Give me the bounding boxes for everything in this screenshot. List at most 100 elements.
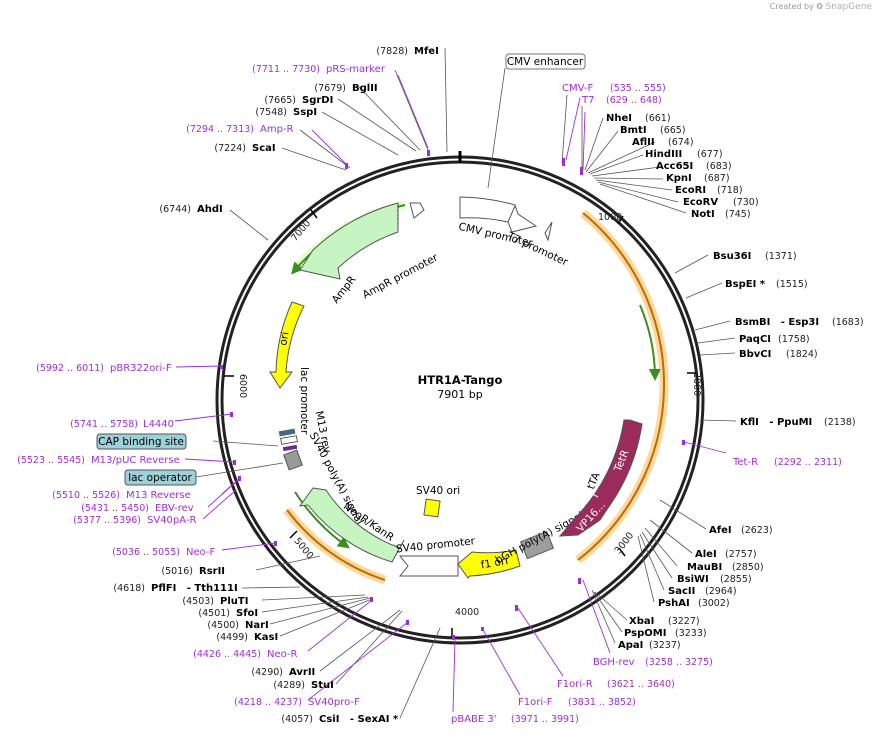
ampr-feature[interactable]: AmpR AmpR promoter [299, 202, 441, 306]
tick-1000: 1000 [598, 212, 624, 225]
primer-m13-reverse[interactable]: (5510 .. 5526) M13 Reverse [52, 490, 191, 501]
enzyme-bspei[interactable]: BspEI * (1515) [725, 279, 808, 290]
enzyme-afei[interactable]: AfeI (2623) [709, 525, 773, 536]
enzyme-scai[interactable]: (7224) ScaI [214, 143, 275, 154]
svg-text:(4289): (4289) [273, 680, 305, 691]
svg-text:(7548): (7548) [255, 107, 287, 118]
enzyme-sfoi[interactable]: (4501) SfoI [198, 608, 258, 619]
svg-text:BspEI *: BspEI * [725, 279, 766, 290]
primer-amp-r[interactable]: (7294 .. 7313) Amp-R [186, 124, 293, 135]
primer-t7[interactable]: T7 (629 .. 648) [581, 95, 662, 106]
enzyme-acc65i[interactable]: Acc65I (683) [656, 161, 732, 172]
svg-text:MfeI: MfeI [414, 46, 439, 57]
svg-text:pBR322ori-F: pBR322ori-F [110, 363, 172, 374]
svg-text:4000: 4000 [455, 607, 479, 618]
primer-f1ori-f[interactable]: F1ori-F (3831 .. 3852) [518, 697, 636, 708]
primer-prs-marker[interactable]: (7711 .. 7730) pRS-marker [252, 64, 386, 75]
enzyme-ecori[interactable]: EcoRI (718) [675, 185, 743, 196]
primer-m13-puc-reverse[interactable]: (5523 .. 5545) M13/pUC Reverse [17, 455, 180, 466]
primer-bgh-rev[interactable]: BGH-rev (3258 .. 3275) [593, 657, 713, 668]
sv40-promoter-label: SV40 promoter [395, 535, 476, 555]
svg-text:AflII: AflII [632, 137, 655, 148]
svg-text:(7828): (7828) [376, 46, 408, 57]
tta-feature[interactable]: TetR VP16... tTA [558, 419, 643, 537]
enzyme-pshai[interactable]: PshAI (3002) [658, 598, 730, 609]
enzyme-bbvci[interactable]: BbvCI (1824) [739, 349, 818, 360]
cmv-enhancer-box[interactable]: CMV enhancer [505, 53, 586, 70]
tetr-direction-arrow [639, 304, 661, 381]
primer-neo-r[interactable]: (4426 .. 4445) Neo-R [193, 649, 297, 660]
sv40-ori-feature[interactable]: SV40 ori [416, 485, 460, 518]
svg-text:(1758): (1758) [778, 334, 810, 345]
svg-text:(674): (674) [668, 137, 694, 148]
svg-text:EcoRV: EcoRV [683, 197, 718, 208]
svg-text:SfoI: SfoI [236, 608, 258, 619]
svg-text:(665): (665) [660, 125, 686, 136]
ori-feature[interactable]: ori [269, 301, 305, 389]
enzyme-kasi[interactable]: (4499) KasI [216, 632, 278, 643]
tick-6000: 6000 [224, 374, 248, 398]
enzyme-rsrii[interactable]: (5016) RsrII [161, 566, 225, 577]
bgh-polya-feature[interactable]: bGH poly(A) signal [493, 510, 585, 567]
svg-text:AhdI: AhdI [197, 204, 223, 215]
enzyme-hindiii[interactable]: HindIII (677) [645, 149, 723, 160]
enzyme-bglii[interactable]: (7679) BglII [314, 83, 377, 94]
enzyme-bsu36i[interactable]: Bsu36I (1371) [713, 251, 797, 262]
cap-binding-site-box[interactable]: CAP binding site [96, 433, 187, 450]
snapgene-credit: Created by ❂ SnapGene [770, 2, 872, 12]
enzyme-nari[interactable]: (4500) NarI [207, 620, 268, 631]
primer-pbr322ori-f[interactable]: (5992 .. 6011) pBR322ori-F [36, 363, 172, 374]
enzyme-sgrdi[interactable]: (7665) SgrDI [264, 95, 333, 106]
svg-text:XbaI: XbaI [629, 616, 654, 627]
enzyme-xbai[interactable]: XbaI (3227) [629, 616, 700, 627]
svg-text:PflFI - Tth111I: PflFI - Tth111I [151, 583, 238, 594]
enzyme-stui[interactable]: (4289) StuI [273, 680, 333, 691]
primer-l4440[interactable]: (5741 .. 5758) L4440 [70, 419, 174, 430]
svg-text:SgrDI: SgrDI [302, 95, 333, 106]
enzyme-pflfi[interactable]: (4618) PflFI - Tth111I [113, 583, 237, 594]
lac-operator-box[interactable]: lac operator [124, 469, 197, 486]
svg-text:BsmBI - Esp3I: BsmBI - Esp3I [735, 317, 819, 328]
enzyme-alei[interactable]: AleI (2757) [695, 549, 757, 560]
primer-cmv-f[interactable]: CMV-F (535 .. 555) [562, 83, 666, 94]
primer-sv40pro-f[interactable]: (4218 .. 4237) SV40pro-F [234, 697, 360, 708]
primer-sv40pa-r[interactable]: (5377 .. 5396) SV40pA-R [73, 515, 196, 526]
primer-f1ori-r[interactable]: F1ori-R (3621 .. 3640) [557, 679, 675, 690]
enzyme-paqci[interactable]: PaqCI (1758) [739, 334, 810, 345]
svg-text:(3233): (3233) [675, 628, 707, 639]
svg-text:PaqCI: PaqCI [739, 334, 771, 345]
svg-text:BGH-rev: BGH-rev [593, 657, 635, 668]
svg-text:(718): (718) [717, 185, 743, 196]
enzyme-kpni[interactable]: KpnI (687) [666, 173, 730, 184]
enzyme-noti[interactable]: NotI (745) [691, 209, 751, 220]
enzyme-kfli[interactable]: KflI - PpuMI (2138) [740, 417, 856, 428]
enzyme-maubi[interactable]: MauBI (2850) [687, 562, 764, 573]
primer-tet-r[interactable]: Tet-R (2292 .. 2311) [732, 457, 842, 468]
enzyme-bmti[interactable]: BmtI (665) [620, 125, 686, 136]
enzyme-ecorv[interactable]: EcoRV (730) [683, 197, 759, 208]
primer-pbabe3[interactable]: pBABE 3' (3971 .. 3991) [451, 714, 579, 725]
enzyme-bsiwi[interactable]: BsiWI (2855) [677, 574, 752, 585]
enzyme-sspi[interactable]: (7548) SspI [255, 107, 317, 118]
enzyme-pluti[interactable]: (4503) PluTI [182, 596, 248, 607]
svg-text:NheI: NheI [606, 113, 632, 124]
orf-arc-right-core [577, 212, 666, 561]
plasmid-length: 7901 bp [437, 388, 482, 401]
enzyme-apai[interactable]: ApaI (3237) [618, 640, 681, 651]
enzyme-nhei[interactable]: NheI (661) [606, 113, 671, 124]
primer-neo-f[interactable]: (5036 .. 5055) Neo-F [112, 547, 215, 558]
enzyme-pspomi[interactable]: PspOMI (3233) [624, 628, 707, 639]
primer-ebv-rev[interactable]: (5431 .. 5450) EBV-rev [81, 503, 194, 514]
enzyme-bsmbi[interactable]: BsmBI - Esp3I (1683) [735, 317, 864, 328]
enzyme-avrii[interactable]: (4290) AvrII [251, 667, 315, 678]
lac-operator-block[interactable] [278, 428, 303, 471]
enzyme-sacii[interactable]: SacII (2964) [668, 586, 737, 597]
f1-ori-feature[interactable]: f1 ori [457, 549, 521, 579]
neo-direction-arrow [294, 491, 350, 549]
enzyme-ahdi[interactable]: (6744) AhdI [159, 204, 222, 215]
enzyme-mfei[interactable]: (7828) MfeI [376, 46, 438, 57]
enzyme-aflii[interactable]: AflII (674) [632, 137, 694, 148]
enzyme-csii[interactable]: (4057) CsiI - SexAI * [281, 714, 398, 725]
svg-text:(5510 .. 5526): (5510 .. 5526) [52, 490, 120, 501]
